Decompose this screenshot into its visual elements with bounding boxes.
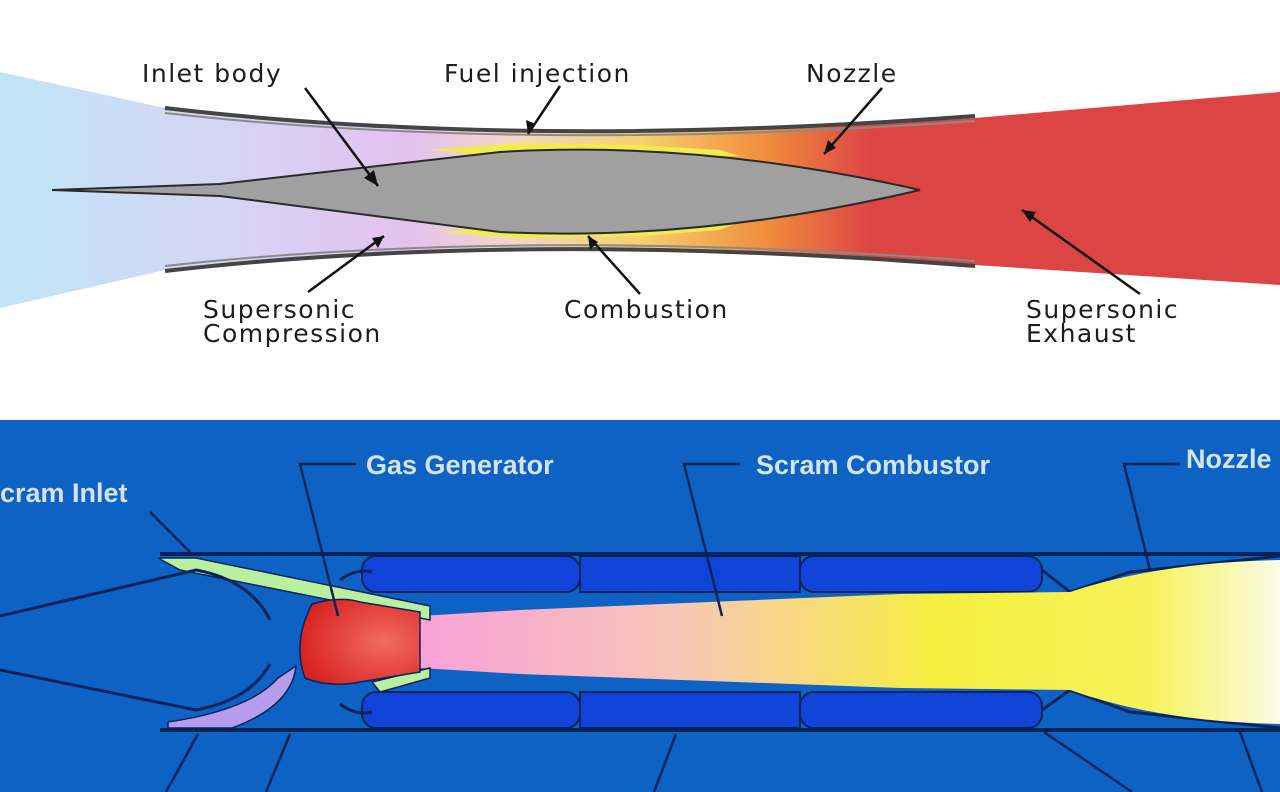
arrowhead-supersonic-exhaust xyxy=(1022,210,1036,222)
inlet-lip-lower xyxy=(339,702,373,715)
label-supersonic-exhaust-line2: Exhaust xyxy=(1026,319,1137,348)
chamber-top-1 xyxy=(361,555,581,593)
gas-generator xyxy=(299,598,421,685)
nozzle-wall-bottom xyxy=(1041,688,1280,730)
arrowhead-combustion xyxy=(588,236,598,250)
leader-bottom-1 xyxy=(164,733,200,792)
lower-wall-inner xyxy=(164,244,976,267)
arrow-nozzle xyxy=(823,87,883,155)
scramjet-flow-svg: Inlet body Fuel injection Nozzle Superso… xyxy=(0,59,1280,348)
leader-nozzle xyxy=(1122,462,1180,571)
label-scram-combustor: Scram Combustor xyxy=(756,450,991,480)
chamber-top-2 xyxy=(579,555,801,593)
label-supersonic-compression-line2: Compression xyxy=(203,319,382,348)
nozzle-wall-top xyxy=(1041,554,1280,594)
lower-wall xyxy=(164,247,976,273)
combustor-plume xyxy=(420,560,1280,724)
arrow-combustion xyxy=(587,235,641,295)
label-gas-generator: Gas Generator xyxy=(366,450,554,480)
leader-gas-generator xyxy=(298,462,356,617)
label-combustion: Combustion xyxy=(564,295,729,324)
scram-engine-svg: cram Inlet Gas Generator Scram Combustor… xyxy=(0,444,1280,792)
chamber-bottom-1 xyxy=(361,691,581,729)
inlet-lip-upper xyxy=(339,569,373,582)
upper-wall xyxy=(164,106,976,134)
label-supersonic-exhaust-line1: Supersonic xyxy=(1026,295,1179,324)
chamber-bottom-3 xyxy=(799,691,1043,729)
leader-bottom-4 xyxy=(1043,730,1133,792)
chamber-bottom-2 xyxy=(579,691,801,729)
inlet-body xyxy=(51,148,921,235)
label-inlet-body: Inlet body xyxy=(142,59,282,88)
leader-bottom-2 xyxy=(264,733,292,792)
label-supersonic-compression-line1: Supersonic xyxy=(203,295,356,324)
arrow-inlet-body xyxy=(303,87,380,187)
arrow-supersonic-compression xyxy=(307,234,385,294)
arrowhead-nozzle xyxy=(824,140,836,154)
leader-bottom-3 xyxy=(652,733,678,792)
label-fuel-injection: Fuel injection xyxy=(444,59,631,88)
arrowhead-fuel-injection xyxy=(526,120,536,134)
arrowhead-inlet-body xyxy=(364,170,378,186)
leader-scram-combustor xyxy=(682,462,740,617)
leader-scram-inlet xyxy=(149,511,191,553)
fuel-feed xyxy=(167,664,297,729)
arrowhead-supersonic-compression xyxy=(372,236,384,248)
scram-engine-cutaway: cram Inlet Gas Generator Scram Combustor… xyxy=(0,420,1280,792)
scramjet-flow-diagram: Inlet body Fuel injection Nozzle Superso… xyxy=(0,59,1280,348)
arrow-supersonic-exhaust xyxy=(1021,208,1141,296)
chamber-top-3 xyxy=(799,555,1043,593)
label-nozzle: Nozzle xyxy=(806,59,898,88)
label-scram-inlet: cram Inlet xyxy=(0,478,128,508)
inlet-strut-upper xyxy=(0,568,272,621)
leader-bottom-5 xyxy=(1238,731,1264,792)
inlet-strut-lower xyxy=(0,663,272,712)
label-nozzle-bottom: Nozzle xyxy=(1186,444,1272,474)
